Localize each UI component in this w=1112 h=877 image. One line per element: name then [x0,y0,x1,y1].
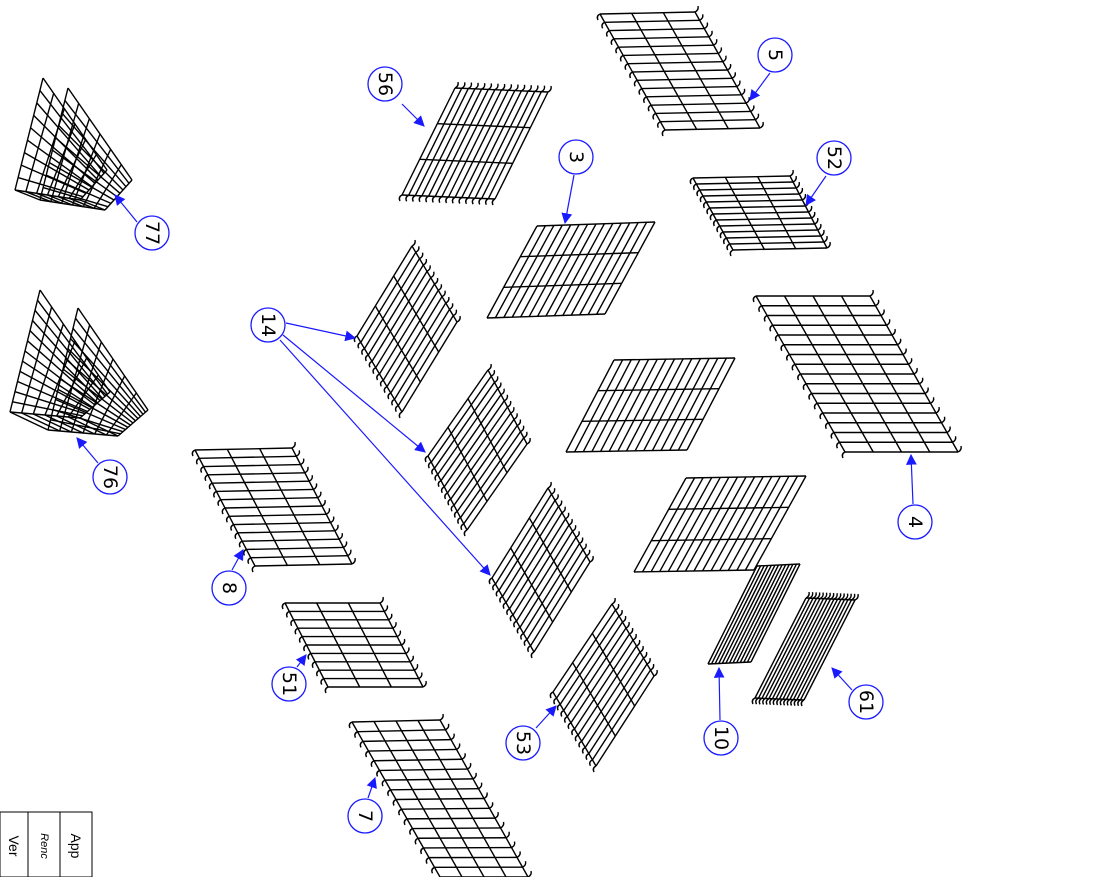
panel-53 [549,597,658,773]
panel-8 [191,441,356,573]
callout-leader [295,654,307,668]
callout-number: 8 [218,582,240,594]
callout-circle [367,66,403,102]
callout-leader [279,339,491,576]
panel-14c [488,481,594,659]
callout-4: 4 [897,453,933,540]
panel-4 [752,289,962,459]
callout-14: 14 [250,307,491,576]
panel-52 [689,169,831,257]
callout-circle [250,307,286,343]
callout-circle [703,720,739,756]
panel-51 [281,596,427,694]
callout-leader [76,437,99,464]
panel-5 [596,5,764,137]
panel-14a [353,239,461,419]
callout-leader [713,666,725,721]
callout-10: 10 [703,666,739,756]
callout-circle [558,139,594,175]
callout-number: 56 [374,72,396,96]
callout-leader [535,705,557,729]
callout-circle [134,215,170,251]
callout-circle [271,666,307,702]
callout-circle [505,725,541,761]
callout-number: 10 [710,726,732,750]
callout-circle [757,37,793,73]
callout-number: 52 [823,146,845,170]
callout-circle [848,684,884,720]
callout-leader [282,334,426,453]
callout-number: 7 [354,810,376,822]
callout-circle [347,798,383,834]
callout-number: 3 [565,151,587,163]
callout-leader [805,175,827,206]
panel-56 [398,81,552,206]
callout-61: 61 [831,667,884,720]
panel-7 [348,713,532,877]
callout-3: 3 [558,139,594,225]
callout-leader [114,194,138,223]
title-block-fragment: App Renc Ver [0,811,93,877]
callout-7: 7 [347,776,383,834]
callout-leader [906,453,917,505]
callout-leader [366,776,377,799]
callout-53: 53 [505,705,557,761]
callout-circle [897,504,933,540]
panel-mid [565,357,736,453]
title-block-text: Ver [6,835,22,856]
callout-56: 56 [367,66,425,127]
callout-number: 14 [257,313,279,337]
panel-3 [486,221,656,319]
callout-leader [561,174,575,225]
callout-number: 4 [904,516,926,528]
callout-leader [831,667,853,691]
callout-76: 76 [76,437,128,495]
callout-8: 8 [211,549,247,606]
callout-leader [401,103,425,127]
basket-77 [14,77,133,211]
title-block: App Renc Ver [0,811,93,877]
callout-number: 5 [764,49,786,61]
callout-circle [92,459,128,495]
callout-number: 76 [99,465,121,489]
callout-51: 51 [271,654,307,702]
panel-61 [751,591,859,707]
panel-14b [424,363,531,537]
callout-circle [211,570,247,606]
callout-number: 61 [855,690,877,714]
callout-circle [816,140,852,176]
title-block-text: Renc [38,833,50,859]
callout-number: 51 [278,672,300,696]
callout-5: 5 [749,37,793,101]
callout-number: 77 [141,221,163,245]
basket-76 [9,289,149,437]
callout-leader [231,549,244,571]
wire-mesh-parts [9,5,962,877]
panel-10 [707,563,801,665]
callout-52: 52 [805,140,852,206]
callout-leader [749,72,771,101]
title-block-text: App [68,834,84,859]
callout-77: 77 [114,194,170,251]
panel-lower [633,475,807,573]
callout-number: 53 [512,731,534,755]
callout-leader [285,322,357,342]
